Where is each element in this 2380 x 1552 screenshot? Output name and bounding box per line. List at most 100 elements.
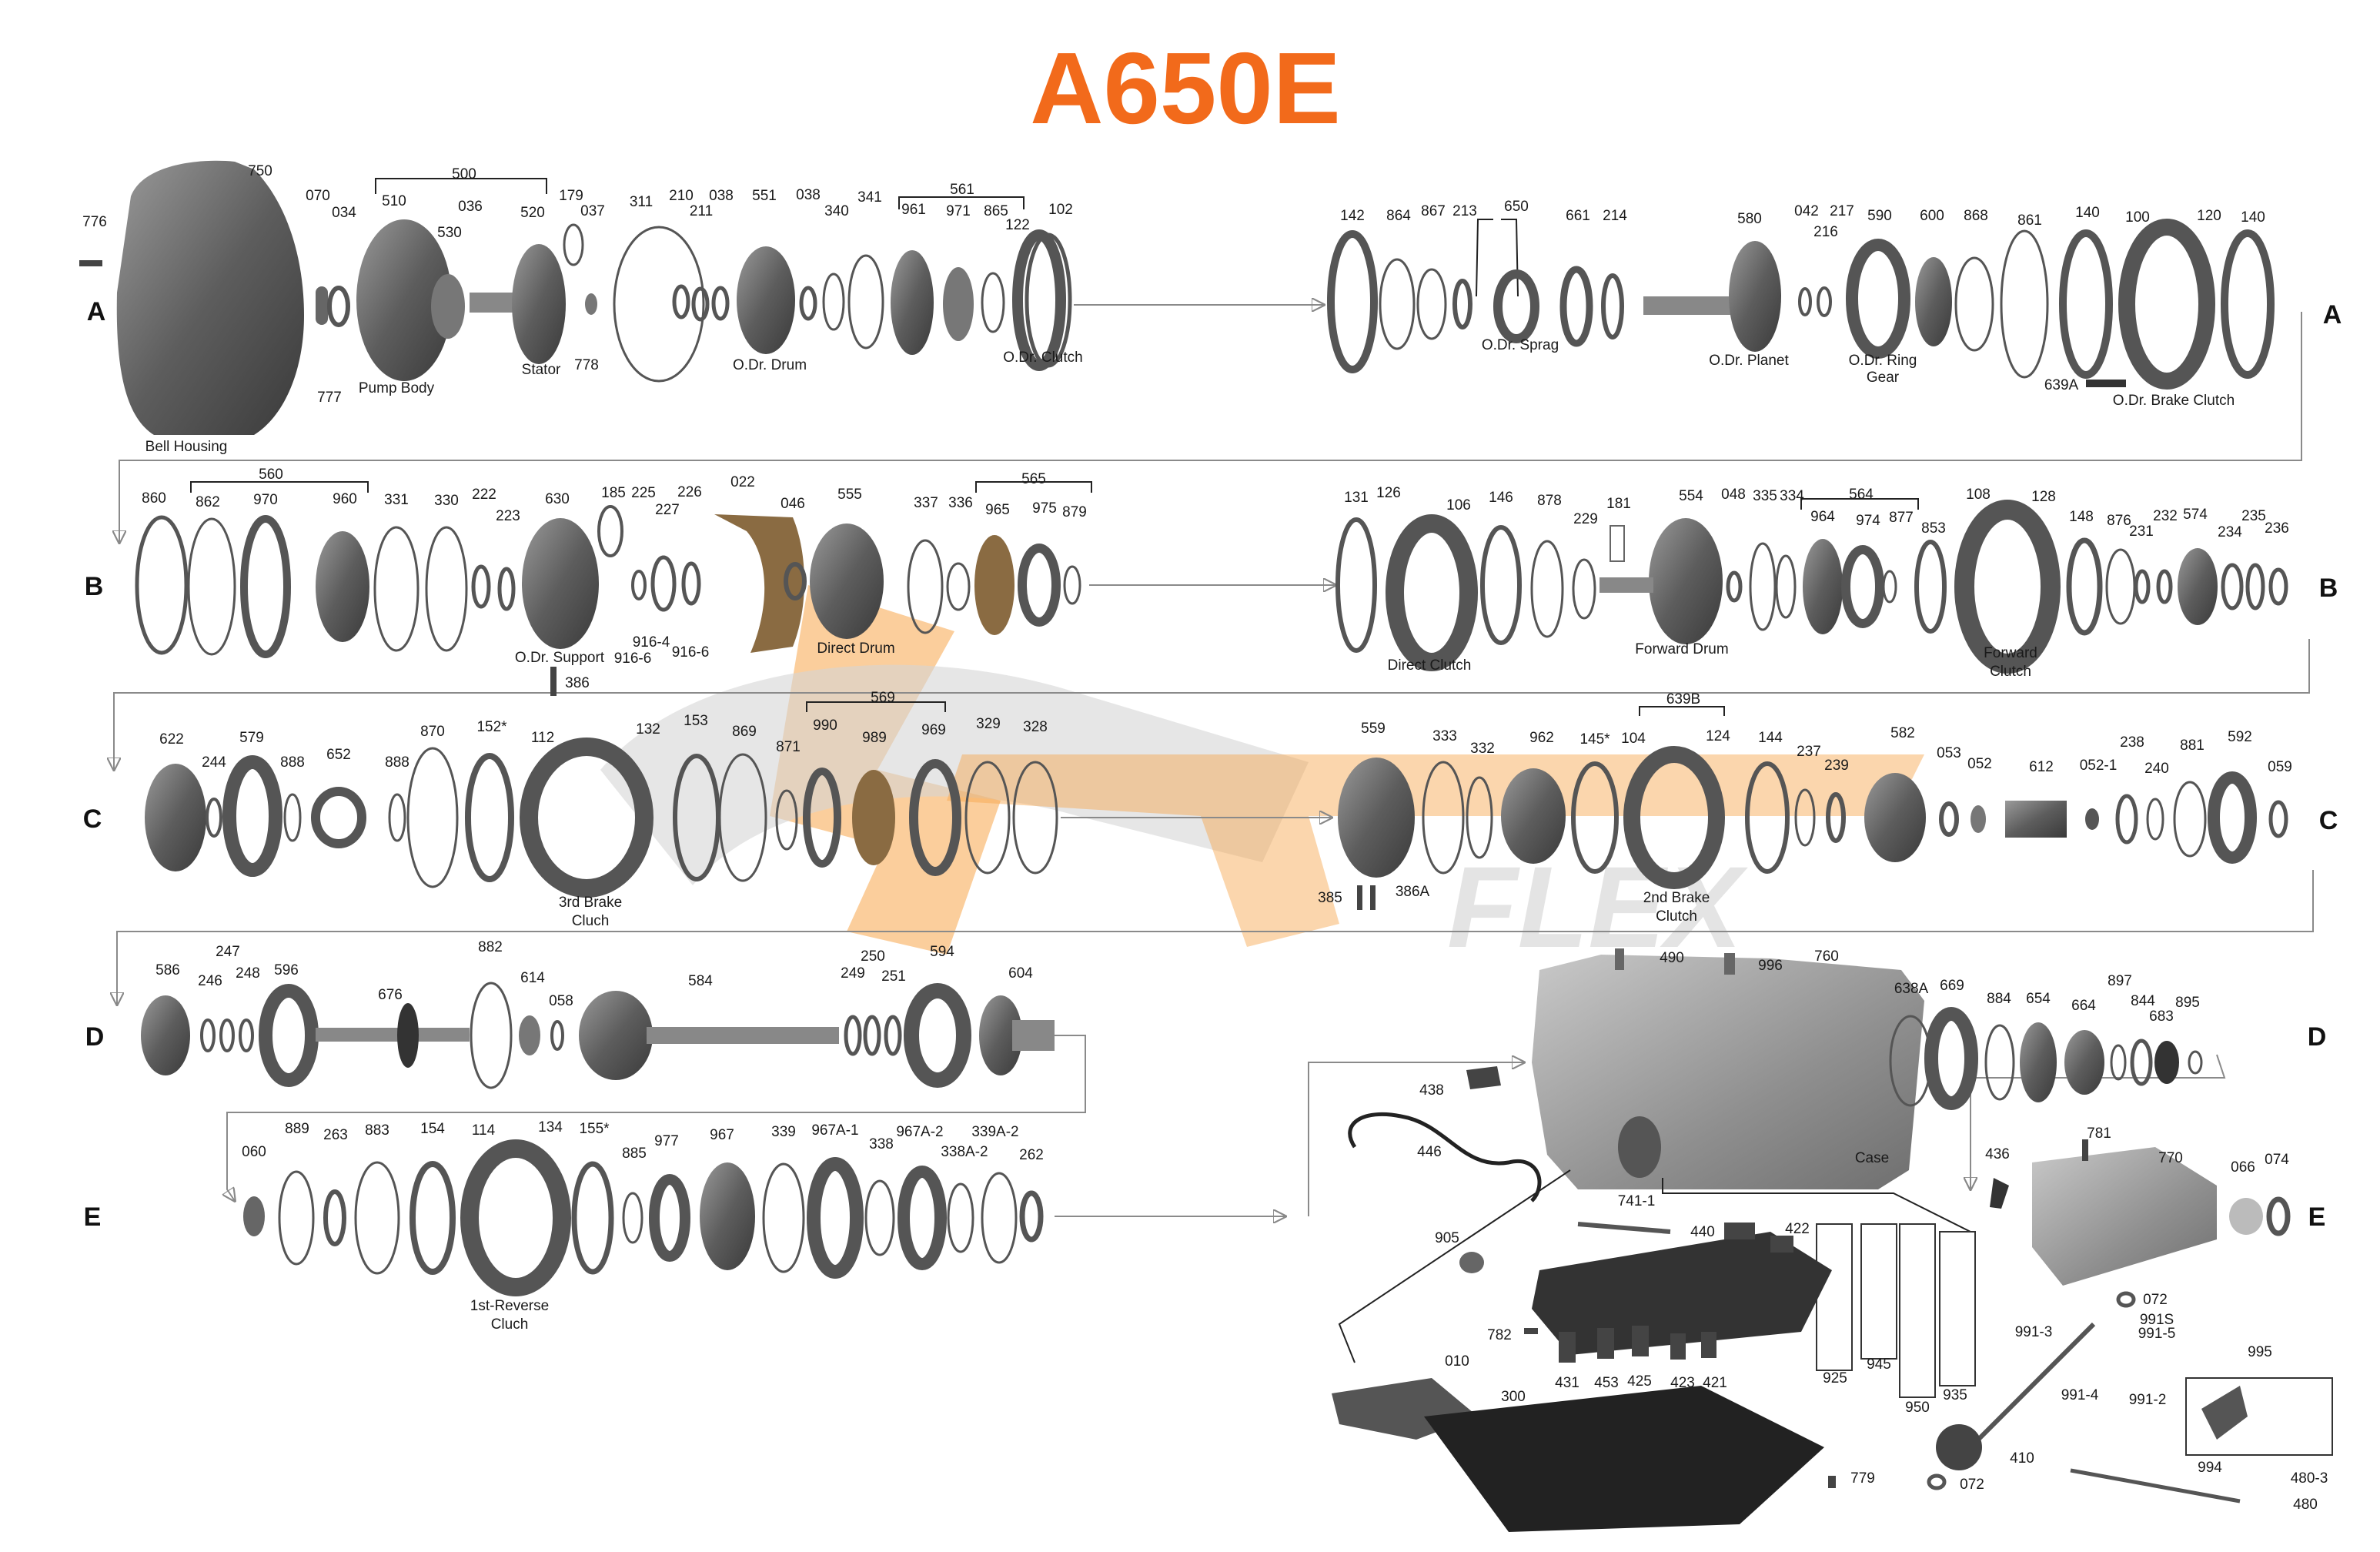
label-683: 683 — [2149, 1008, 2174, 1025]
label-962: 962 — [1529, 730, 1554, 746]
ring-237 — [1794, 788, 1816, 847]
label-882: 882 — [478, 939, 503, 955]
label-248: 248 — [236, 965, 260, 982]
watermark-orange-swoosh — [947, 754, 1924, 947]
label-565: 565 — [1021, 471, 1046, 487]
ring-861 — [2000, 229, 2049, 379]
row-label-e-left: E — [84, 1202, 102, 1232]
name-bell-housing: Bell Housing — [145, 439, 228, 455]
name-odr-sprag: O.Dr. Sprag — [1482, 337, 1559, 353]
hub-574 — [2178, 548, 2218, 625]
label-776: 776 — [82, 214, 107, 230]
label-871: 871 — [776, 739, 801, 755]
bushing-066 — [2229, 1198, 2263, 1235]
ring-878 — [1530, 540, 1564, 638]
label-862: 862 — [196, 494, 220, 510]
label-421: 421 — [1703, 1375, 1727, 1391]
odr-planet — [1729, 241, 1781, 352]
label-251: 251 — [881, 968, 906, 985]
label-227: 227 — [655, 502, 680, 518]
label-124: 124 — [1706, 728, 1730, 744]
carrier-582 — [1864, 773, 1926, 862]
ring-244 — [206, 798, 222, 838]
parts-row-c — [145, 738, 1058, 898]
label-446: 446 — [1417, 1144, 1442, 1160]
name-odr-ring: O.Dr. Ring — [1849, 353, 1917, 369]
label-223: 223 — [496, 508, 520, 524]
label-072: 072 — [2143, 1292, 2168, 1308]
label-916-6b: 916-6 — [672, 644, 710, 661]
label-654: 654 — [2026, 991, 2051, 1007]
ring-179 — [563, 223, 584, 266]
accumulator-905 — [1459, 1252, 1484, 1273]
bolt-779 — [1828, 1476, 1836, 1488]
bearing-038 — [711, 286, 730, 321]
case-bore — [1618, 1116, 1661, 1178]
shaft-991-4 — [1968, 1322, 2096, 1450]
ring-226 — [681, 561, 701, 606]
label-778: 778 — [574, 357, 599, 373]
label-639b: 639B — [1666, 691, 1700, 707]
label-876: 876 — [2107, 513, 2131, 529]
label-037: 037 — [580, 203, 605, 219]
ring-235 — [2245, 563, 2265, 610]
plate-131 — [1335, 517, 1377, 653]
label-332: 332 — [1470, 741, 1495, 757]
row-label-b-left: B — [85, 572, 104, 601]
label-989: 989 — [862, 730, 887, 746]
detent-spring-995 — [2201, 1386, 2248, 1440]
ring-231 — [2134, 569, 2151, 604]
extension-assembly — [1927, 1139, 2333, 1504]
pump-gear-530 — [431, 274, 465, 339]
name-odr-support: O.Dr. Support — [515, 650, 605, 666]
ring-240 — [2146, 798, 2164, 841]
label-022: 022 — [730, 474, 755, 490]
odr-drum — [737, 246, 795, 354]
shaft-536 — [470, 293, 516, 313]
ring-239 — [1826, 792, 1846, 843]
bolt-781 — [2082, 1139, 2088, 1161]
label-996: 996 — [1758, 958, 1783, 974]
label-053: 053 — [1937, 745, 1961, 761]
label-010: 010 — [1445, 1353, 1469, 1370]
label-480: 480 — [2293, 1497, 2318, 1513]
label-586: 586 — [155, 962, 180, 978]
label-328: 328 — [1023, 719, 1048, 735]
sprag-989 — [852, 770, 895, 865]
label-440: 440 — [1690, 1224, 1715, 1240]
label-217: 217 — [1830, 203, 1854, 219]
label-869: 869 — [732, 724, 757, 740]
ring-042 — [1798, 287, 1812, 316]
plate-148 — [2066, 537, 2103, 636]
one-way-clutch-961 — [891, 250, 934, 355]
ring-222 — [471, 564, 491, 609]
label-154: 154 — [420, 1121, 445, 1137]
label-974: 974 — [1856, 513, 1880, 529]
plate-145 — [1571, 761, 1619, 874]
label-339: 339 — [771, 1124, 796, 1140]
ring-334 — [1775, 554, 1797, 619]
label-622: 622 — [159, 731, 184, 748]
hub-669 — [1924, 1007, 1978, 1110]
ring-246 — [200, 1018, 216, 1052]
label-232: 232 — [2153, 508, 2178, 524]
name-2nd-brake-clutch: Clutch — [1656, 908, 1697, 925]
ring-860 — [135, 515, 189, 655]
seal-070 — [316, 286, 328, 325]
label-994: 994 — [2198, 1460, 2222, 1476]
odr-support — [522, 518, 599, 649]
row-label-e-right: E — [2308, 1202, 2326, 1232]
sensor-422 — [1770, 1236, 1793, 1253]
bell-housing — [116, 160, 304, 435]
shaft-604 — [1012, 1020, 1055, 1051]
ring-263 — [323, 1189, 346, 1246]
label-142: 142 — [1340, 208, 1365, 224]
label-580: 580 — [1737, 211, 1762, 227]
label-066: 066 — [2231, 1159, 2255, 1176]
pin-639a — [2086, 380, 2126, 387]
ring-869 — [718, 753, 767, 882]
row-label-c-right: C — [2319, 806, 2338, 835]
odr-brake-clutch-pack — [2118, 219, 2215, 390]
parts-row-b — [135, 505, 1081, 696]
label-226: 226 — [677, 484, 702, 500]
